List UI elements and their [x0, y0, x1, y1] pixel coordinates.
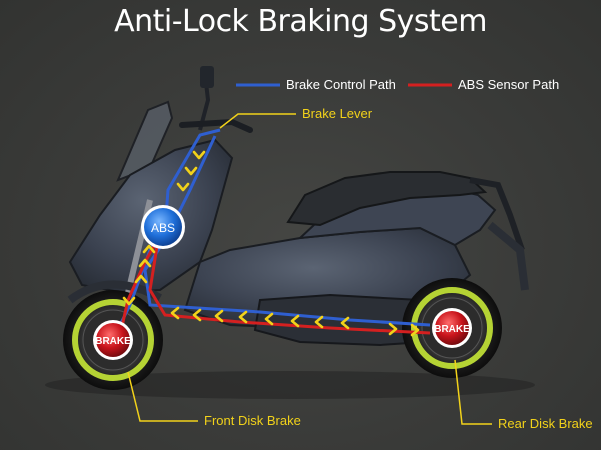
chevron [264, 312, 274, 326]
chevron [192, 308, 202, 322]
chevron [314, 315, 324, 329]
front-brake-badge: BRAKE [93, 320, 133, 360]
chevron [410, 323, 420, 337]
abs-unit-label: ABS [151, 221, 175, 235]
brake-control-path-rear [143, 135, 431, 327]
diagram-title: Anti-Lock Braking System [114, 4, 487, 39]
legend-sensor-label: ABS Sensor Path [458, 77, 560, 92]
chevron [192, 150, 206, 160]
mirror [200, 66, 214, 88]
front-brake-label: BRAKE [95, 336, 131, 347]
rear-brake-badge: BRAKE [432, 308, 472, 348]
chevron [138, 258, 152, 268]
brake-lever-callout: Brake Lever [302, 106, 373, 121]
rear-fender [487, 221, 529, 291]
front-disk-ring [72, 299, 154, 381]
chevron [134, 274, 148, 284]
brake-lever-leader [219, 113, 296, 129]
chevron [290, 314, 300, 328]
chevron [238, 310, 248, 324]
abs-sensor-path-rear [148, 239, 431, 335]
chevron [388, 322, 398, 336]
chevron [142, 244, 156, 254]
chevron [340, 316, 350, 330]
chevron [170, 306, 180, 320]
seat [286, 171, 488, 227]
rear-disk-leader [454, 359, 492, 425]
front-disk-callout: Front Disk Brake [204, 413, 301, 428]
abs-unit: ABS [141, 205, 185, 249]
ground-shadow [45, 371, 535, 399]
chevron [184, 166, 198, 176]
chevron [122, 296, 136, 306]
rear-disk-callout: Rear Disk Brake [498, 416, 593, 431]
legend-control-label: Brake Control Path [286, 77, 396, 92]
chevron [176, 182, 190, 192]
chevron [214, 309, 224, 323]
grab-rail [469, 177, 525, 251]
rear-brake-label: BRAKE [434, 324, 470, 335]
flow-chevrons [122, 150, 420, 337]
front-disk-leader [127, 371, 198, 422]
handlebar [179, 118, 253, 133]
